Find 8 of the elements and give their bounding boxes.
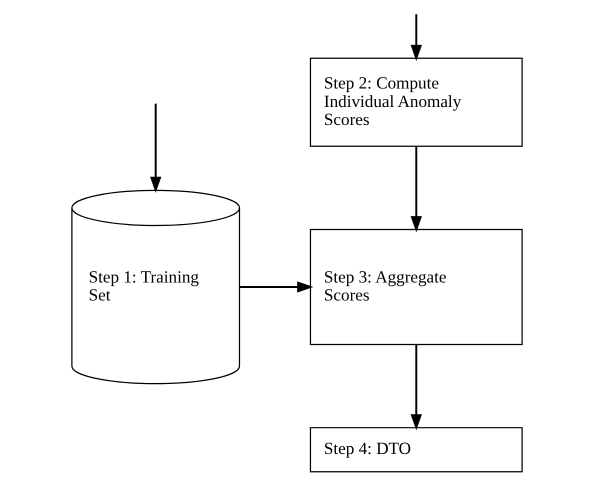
arrow <box>410 344 422 430</box>
arrow <box>240 281 314 293</box>
node-box: Step 2: Compute Individual Anomaly Scores <box>310 58 523 147</box>
node-box: Step 3: Aggregate Scores <box>310 228 523 346</box>
arrow <box>150 104 162 193</box>
arrow <box>410 146 422 232</box>
node-box: Step 4: DTO <box>310 427 523 472</box>
arrow <box>410 14 422 62</box>
